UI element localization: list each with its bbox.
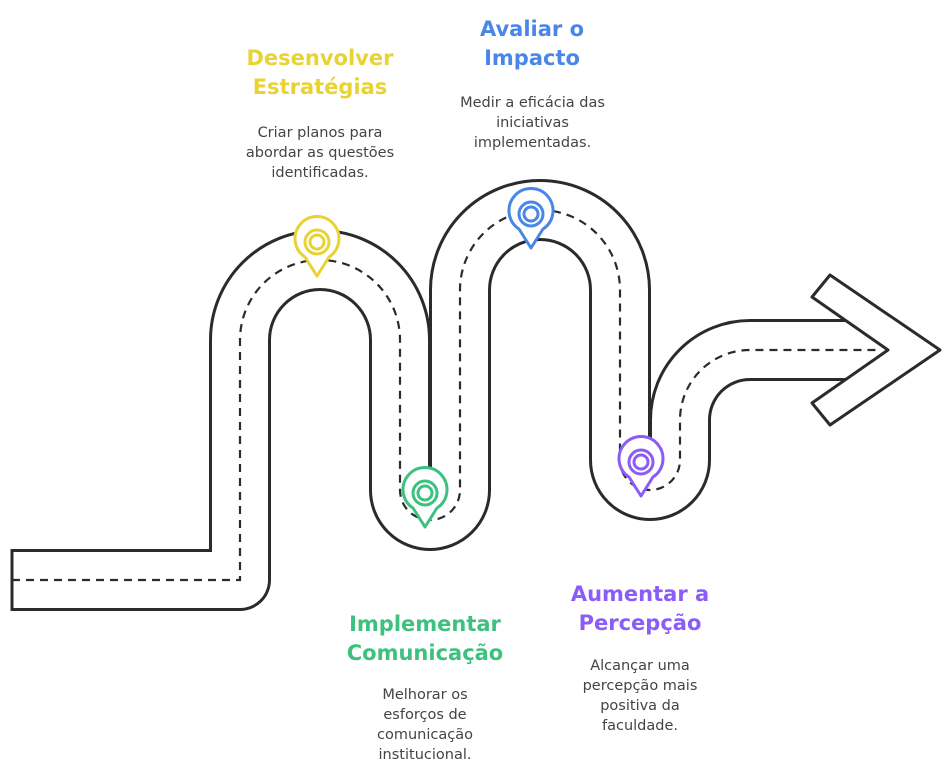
stage-description-aumentar: Alcançar uma percepção mais positiva da …	[530, 656, 750, 736]
stage-desc-line: positiva da	[600, 698, 680, 714]
pin-body	[401, 466, 449, 529]
stage-desc-line: iniciativas	[496, 115, 569, 131]
stage-title-line: Implementar	[349, 612, 501, 636]
road-center-dashes	[12, 208, 880, 582]
stage-desc-line: institucional.	[378, 747, 472, 763]
pin-body	[617, 435, 665, 498]
stage-title-desenvolver: Desenvolver Estratégias	[210, 44, 430, 102]
pin-inner-ring	[308, 233, 326, 251]
stage-desc-line: faculdade.	[601, 718, 678, 734]
stage-title-avaliar: Avaliar o Impacto	[432, 15, 632, 73]
stage-desc-line: identificadas.	[271, 165, 369, 181]
pin-body	[293, 215, 341, 278]
pin-body	[507, 187, 555, 250]
stage-desc-line: percepção mais	[582, 678, 698, 694]
pin-outer-ring	[627, 448, 655, 476]
stage-desc-line: abordar as questões	[245, 145, 395, 161]
pin-outer-ring	[303, 228, 331, 256]
stage-title-line: Impacto	[484, 46, 580, 70]
pin-inner-ring	[416, 484, 434, 502]
road-arrow-icon	[810, 273, 942, 427]
stage-desc-line: Medir a eficácia das	[460, 95, 605, 111]
location-pin-icon	[507, 187, 555, 250]
location-pin-icon	[293, 215, 341, 278]
stage-title-line: Desenvolver	[246, 46, 394, 70]
stage-title-line: Percepção	[578, 611, 702, 635]
location-pin-icon	[401, 466, 449, 529]
stage-title-aumentar: Aumentar a Percepção	[535, 580, 745, 638]
stage-desc-line: implementadas.	[473, 135, 592, 151]
location-pin-icon	[617, 435, 665, 498]
road-path-icon	[10, 179, 942, 611]
stage-desc-line: Alcançar uma	[590, 658, 690, 674]
stage-title-line: Aumentar a	[570, 582, 710, 606]
pin-inner-ring	[522, 205, 540, 223]
stage-description-desenvolver: Criar planos para abordar as questões id…	[205, 123, 435, 183]
stage-description-avaliar: Medir a eficácia das iniciativas impleme…	[420, 93, 645, 153]
pin-inner-ring	[632, 453, 650, 471]
stage-description-implementar: Melhorar os esforços de comunicação inst…	[325, 685, 525, 765]
stage-title-line: Estratégias	[252, 75, 388, 99]
pin-outer-ring	[517, 200, 545, 228]
stage-desc-line: comunicação	[377, 727, 473, 743]
stage-desc-line: Criar planos para	[257, 125, 383, 141]
stage-title-implementar: Implementar Comunicação	[320, 610, 530, 668]
stage-desc-line: Melhorar os	[382, 687, 468, 703]
stage-title-line: Avaliar o	[479, 17, 585, 41]
pin-outer-ring	[411, 479, 439, 507]
stage-title-line: Comunicação	[346, 641, 504, 665]
stage-desc-line: esforços de	[383, 707, 467, 723]
road-surface	[12, 182, 860, 608]
